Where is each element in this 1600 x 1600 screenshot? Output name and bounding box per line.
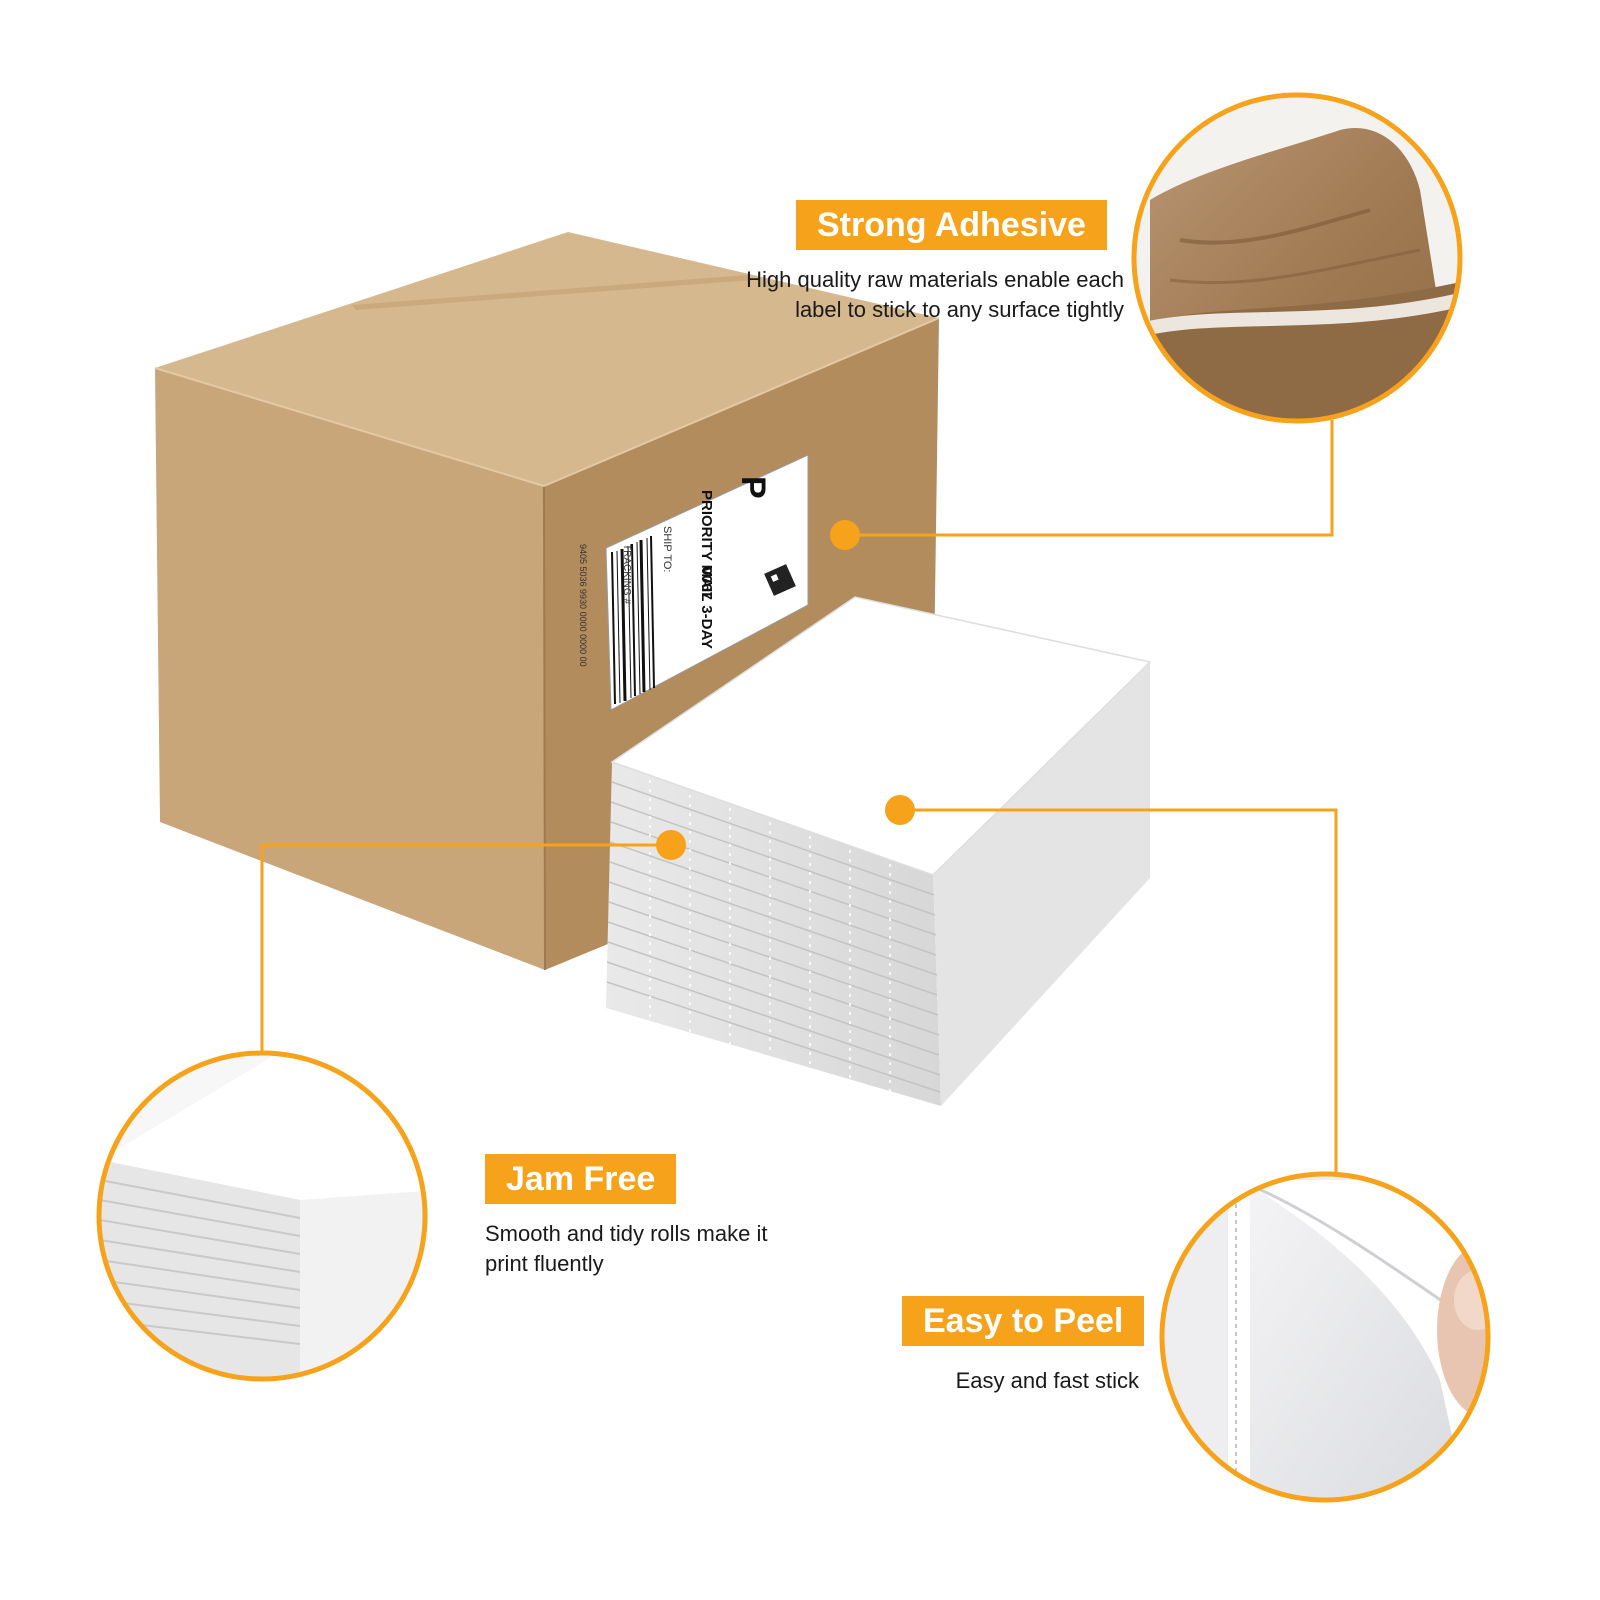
label-zone: 0067 bbox=[698, 567, 715, 600]
box-seam bbox=[352, 275, 752, 310]
finger bbox=[1437, 1242, 1488, 1418]
desc-easy-to-peel: Easy and fast stick bbox=[956, 1366, 1139, 1396]
hotspot-dot-jam-free bbox=[656, 830, 686, 860]
hotspot-dot-adhesive bbox=[830, 520, 860, 550]
connector-easy-to-peel bbox=[900, 808, 1338, 1174]
peel-detail-circle bbox=[1159, 1171, 1491, 1503]
adhesive-detail-circle bbox=[1131, 92, 1463, 424]
box-front bbox=[155, 368, 545, 970]
desc-jam-free: Smooth and tidy rolls make it print flue… bbox=[485, 1219, 767, 1279]
stack-front bbox=[933, 662, 1150, 1106]
connector-lines bbox=[260, 420, 1338, 1174]
label-ship-to: SHIP TO: bbox=[661, 526, 673, 572]
label-stack bbox=[606, 596, 1152, 1106]
shipping-label: P PRIORITY MAIL 3-DAY 0067 SHIP TO: TRAC… bbox=[578, 454, 809, 711]
desc-strong-adhesive: High quality raw materials enable each l… bbox=[746, 265, 1124, 325]
badge-easy-to-peel: Easy to Peel bbox=[902, 1296, 1145, 1346]
label-barcode bbox=[611, 535, 655, 705]
stack-perforations bbox=[649, 780, 891, 1092]
connector-strong-adhesive bbox=[845, 420, 1334, 537]
peeled-corner bbox=[1250, 1185, 1470, 1500]
connector-jam-free bbox=[260, 843, 671, 1053]
stack-top bbox=[610, 596, 1152, 876]
label-service: PRIORITY MAIL 3-DAY bbox=[698, 490, 715, 649]
jam-free-detail-circle bbox=[96, 1050, 428, 1382]
desc-jam-free-line2: print fluently bbox=[485, 1251, 604, 1276]
box-top bbox=[155, 232, 939, 486]
label-tracking: TRACKING # bbox=[621, 544, 632, 604]
label-logo: P bbox=[734, 476, 772, 499]
label-sheet bbox=[605, 454, 809, 711]
label-qr-code bbox=[764, 564, 796, 596]
hotspot-dot-peel bbox=[885, 795, 915, 825]
desc-easy-to-peel-line1: Easy and fast stick bbox=[955, 1368, 1139, 1393]
desc-strong-adhesive-line2: label to stick to any surface tightly bbox=[795, 297, 1124, 322]
desc-jam-free-line1: Smooth and tidy rolls make it bbox=[485, 1221, 768, 1246]
badge-jam-free: Jam Free bbox=[485, 1154, 677, 1204]
desc-strong-adhesive-line1: High quality raw materials enable each bbox=[746, 267, 1124, 292]
badge-strong-adhesive: Strong Adhesive bbox=[796, 200, 1107, 250]
stack-edge-lines bbox=[606, 781, 941, 1093]
label-tracking-number: 9405 5036 9930 0000 0000 00 bbox=[578, 544, 588, 667]
